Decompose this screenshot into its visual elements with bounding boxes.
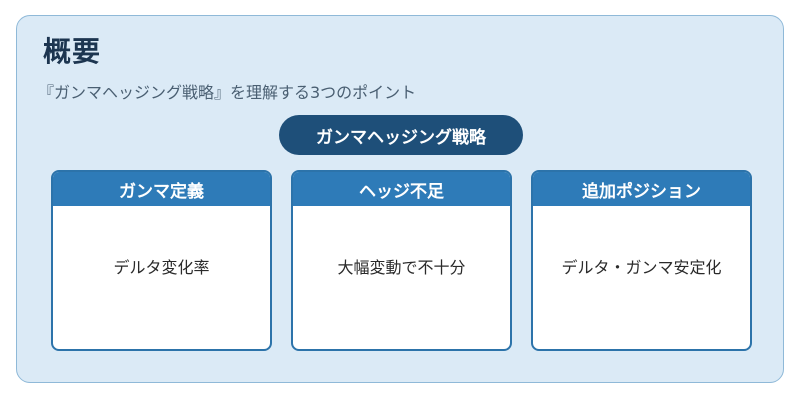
- card-body: 大幅変動で不十分: [337, 257, 466, 277]
- card-gamma-definition: ガンマ定義 デルタ変化率: [51, 170, 272, 351]
- card-hedge-shortfall: ヘッジ不足 大幅変動で不十分: [291, 170, 512, 351]
- page-title: 概要: [43, 35, 102, 68]
- card-additional-position: 追加ポジション デルタ・ガンマ安定化: [531, 170, 752, 351]
- center-topic-pill: ガンマヘッジング戦略: [279, 115, 523, 155]
- card-body: デルタ・ガンマ安定化: [561, 257, 722, 277]
- card-header: 追加ポジション: [533, 172, 750, 206]
- card-header: ガンマ定義: [53, 172, 270, 206]
- card-header: ヘッジ不足: [293, 172, 510, 206]
- overview-panel: 概要 『ガンマヘッジング戦略』を理解する3つのポイント ガンマヘッジング戦略 ガ…: [16, 15, 784, 383]
- page-subtitle: 『ガンマヘッジング戦略』を理解する3つのポイント: [38, 83, 417, 102]
- card-body: デルタ変化率: [113, 257, 210, 277]
